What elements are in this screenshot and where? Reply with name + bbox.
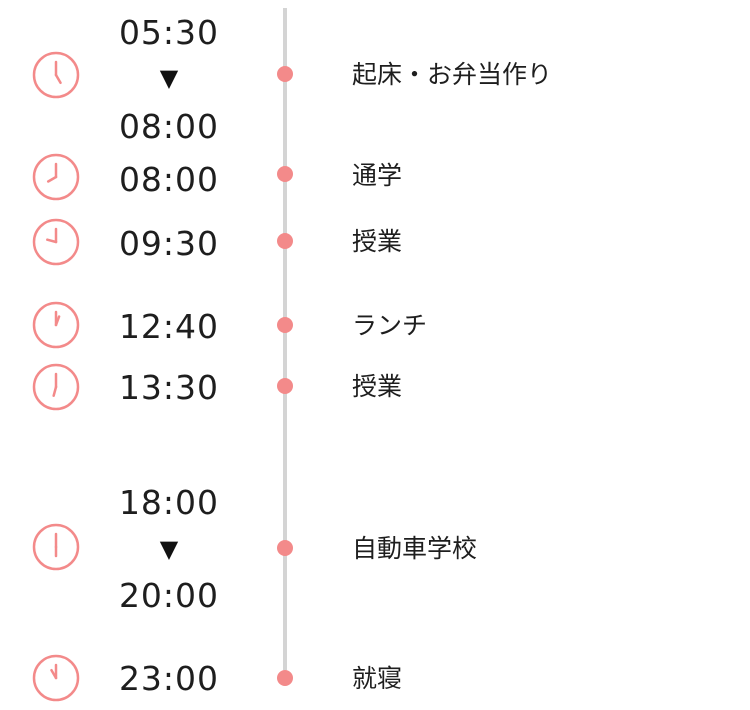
arrow-down-icon: ▼: [159, 535, 179, 563]
timeline-dot: [277, 670, 293, 686]
event-label: ランチ: [352, 311, 428, 340]
event-time: 08:00: [118, 160, 220, 199]
event-label: 授業: [352, 372, 403, 401]
timeline-dot: [277, 233, 293, 249]
clock-icon: [32, 654, 80, 702]
clock-icon: [32, 363, 80, 411]
event-time: 12:40: [118, 307, 220, 346]
event-time: 23:00: [118, 659, 220, 698]
clock-icon: [32, 523, 80, 571]
event-time: 09:30: [118, 224, 220, 263]
event-label: 就寝: [352, 664, 403, 693]
end-time: 08:00: [118, 107, 220, 146]
start-time: 05:30: [118, 13, 220, 52]
clock-icon: [32, 51, 80, 99]
clock-icon: [32, 218, 80, 266]
clock-icon: [32, 153, 80, 201]
timeline-dot: [277, 66, 293, 82]
end-time: 20:00: [118, 576, 220, 615]
event-label: 起床・お弁当作り: [352, 60, 553, 89]
arrow-down-icon: ▼: [159, 64, 179, 92]
event-label: 自動車学校: [352, 534, 478, 563]
timeline-dot: [277, 317, 293, 333]
clock-icon: [32, 301, 80, 349]
timeline-dot: [277, 166, 293, 182]
start-time: 18:00: [118, 483, 220, 522]
event-time: 13:30: [118, 368, 220, 407]
timeline-dot: [277, 378, 293, 394]
event-label: 通学: [352, 161, 403, 190]
timeline-line: [283, 8, 287, 670]
timeline-dot: [277, 540, 293, 556]
event-label: 授業: [352, 227, 403, 256]
